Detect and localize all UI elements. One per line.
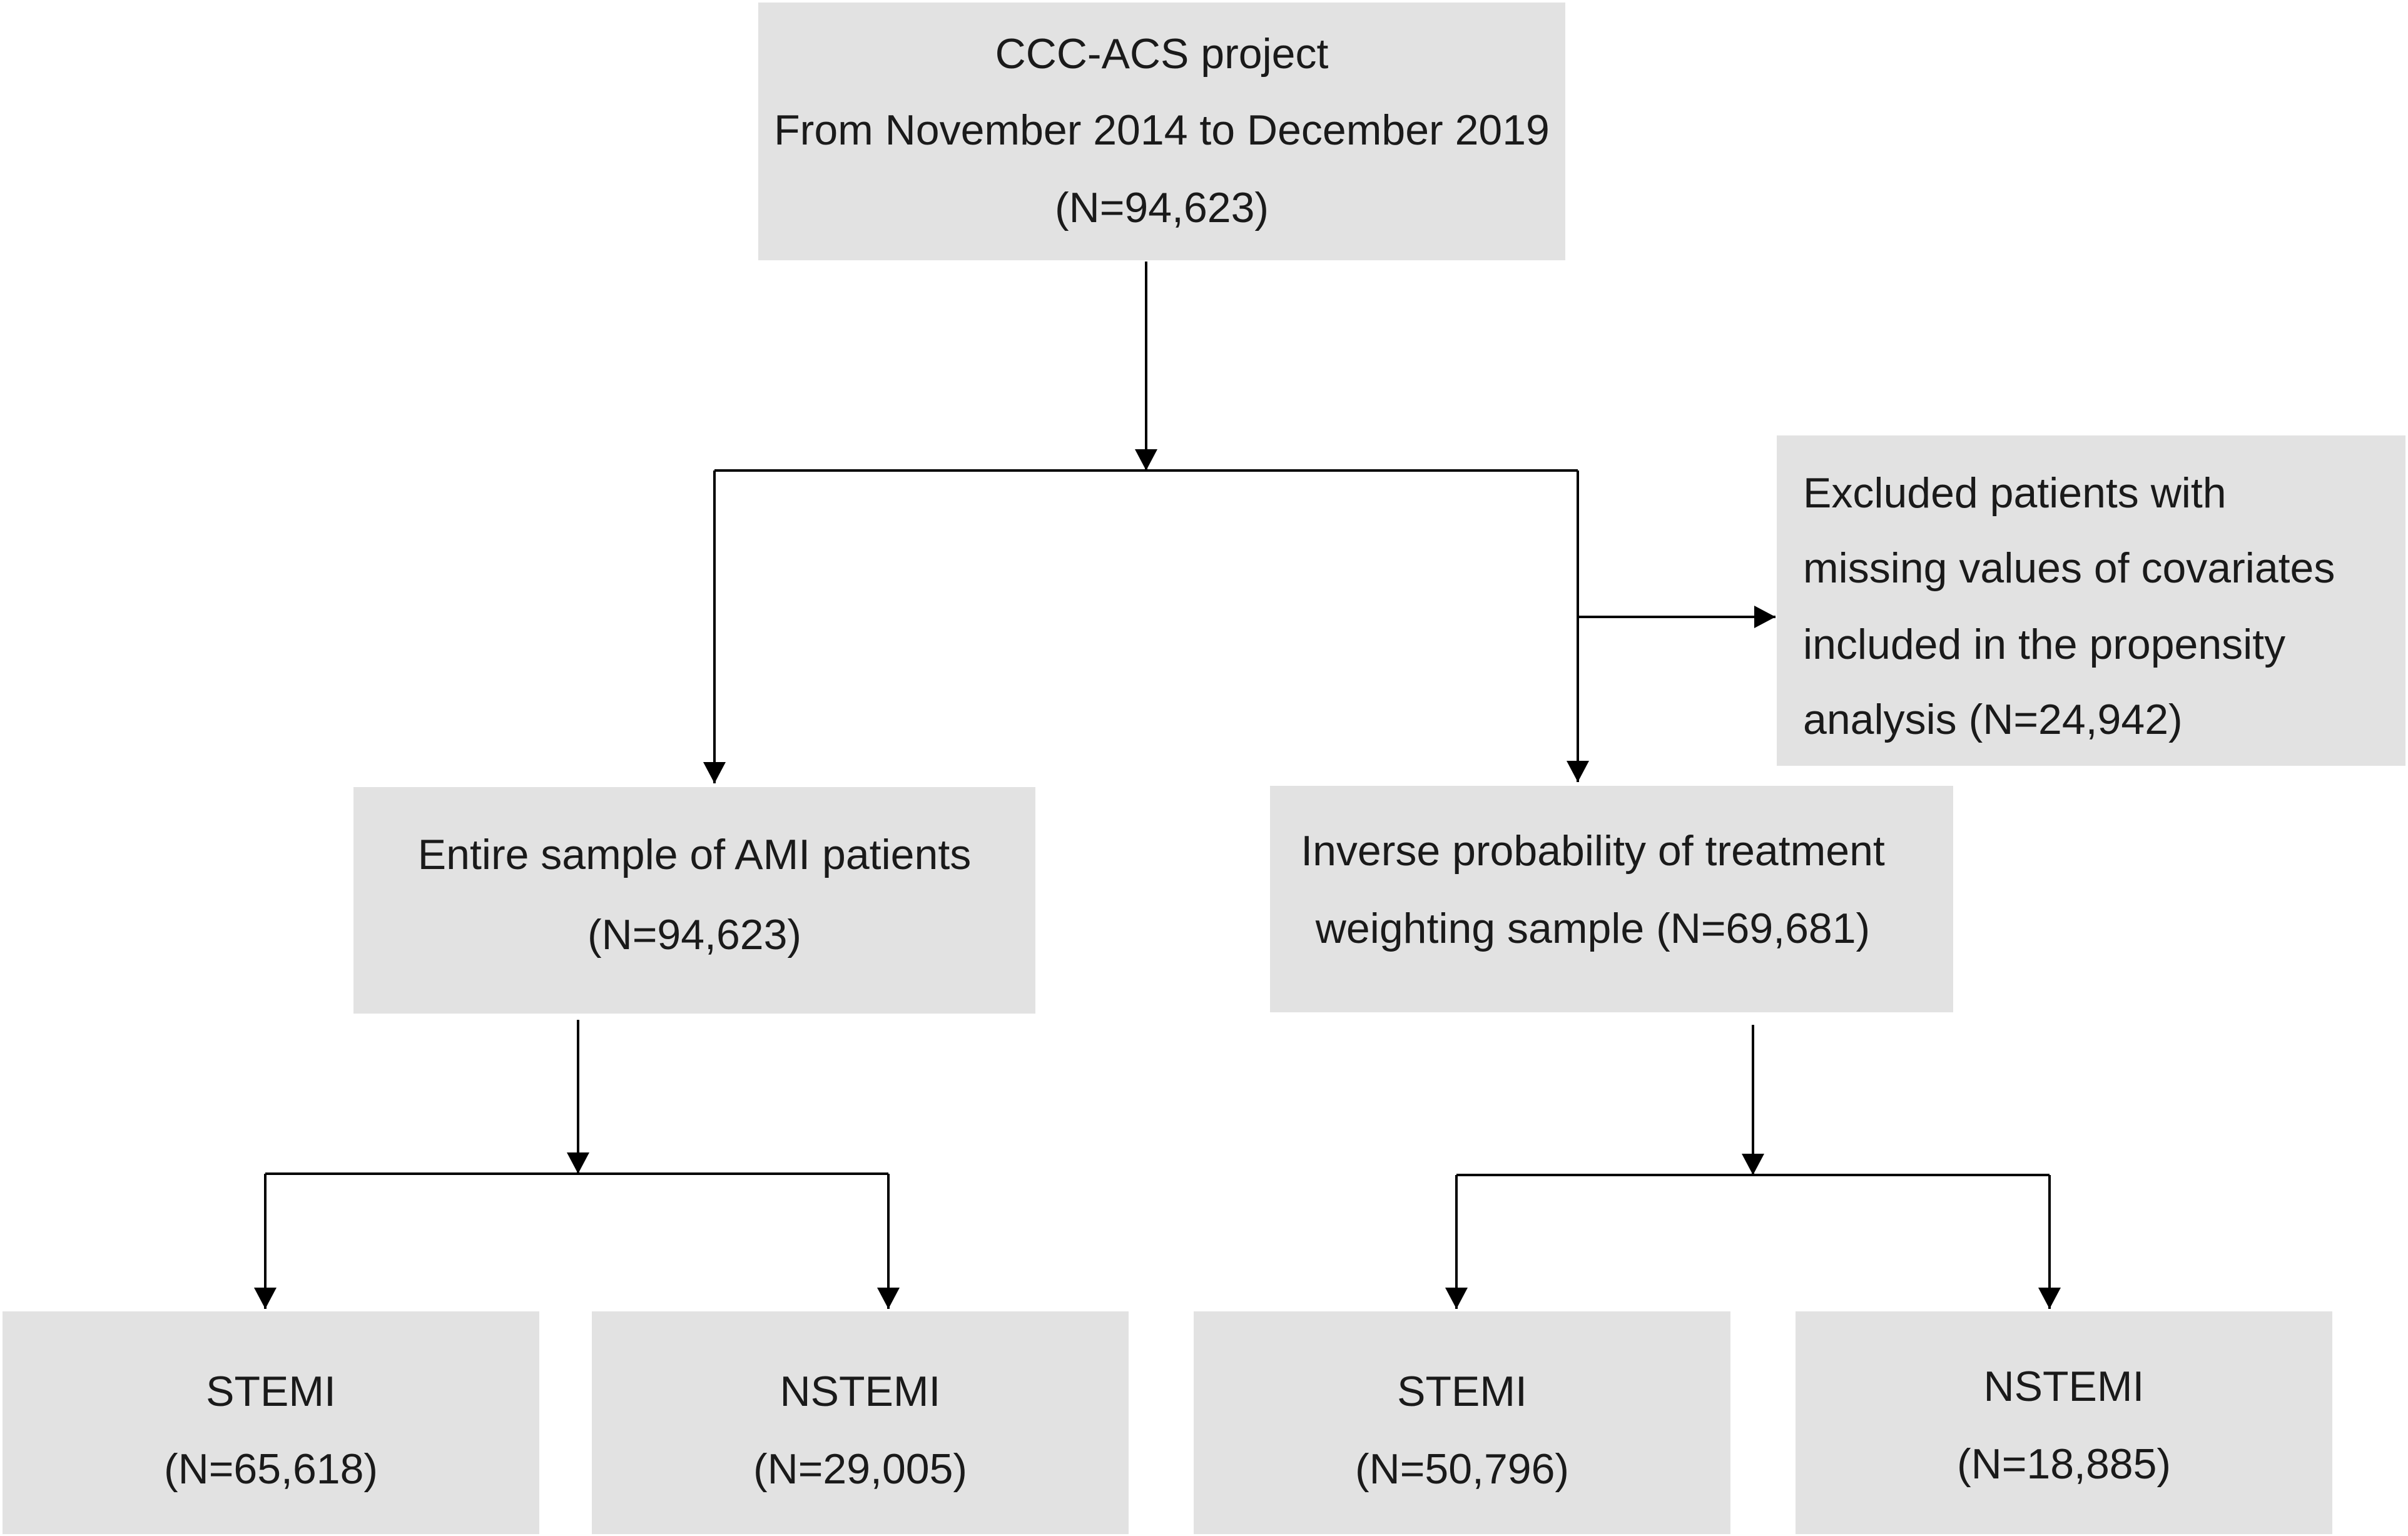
arrowhead-entire xyxy=(703,762,726,783)
arrowhead-entire-stemi xyxy=(254,1288,277,1309)
box-entire-line-1: Entire sample of AMI patients xyxy=(417,831,972,878)
box-iptw-line-1: Inverse probability of treatment xyxy=(1301,827,1885,875)
box-iptw-nstemi: NSTEMI (N=18,885) xyxy=(1796,1311,2332,1534)
box-iptw-line-2: weighting sample (N=69,681) xyxy=(1315,905,1871,952)
box-excluded-line-3: included in the propensity xyxy=(1803,621,2286,668)
box-iptw-sample: Inverse probability of treatment weighti… xyxy=(1270,786,1953,1012)
box-excluded-line-2: missing values of covariates xyxy=(1803,544,2335,592)
arrowhead-iptw-split xyxy=(1742,1154,1764,1175)
box-top-line-2: From November 2014 to December 2019 xyxy=(774,106,1550,154)
arrowhead-iptw-nstemi xyxy=(2038,1288,2061,1309)
box-entire-stemi-line-1: STEMI xyxy=(206,1368,336,1415)
box-entire-nstemi: NSTEMI (N=29,005) xyxy=(592,1311,1129,1534)
box-entire-stemi: STEMI (N=65,618) xyxy=(3,1311,539,1534)
box-excluded-patients: Excluded patients with missing values of… xyxy=(1777,435,2405,766)
box-iptw-stemi-line-2: (N=50,796) xyxy=(1354,1445,1570,1493)
box-ccc-acs-project: CCC-ACS project From November 2014 to De… xyxy=(758,3,1565,260)
arrowhead-entire-nstemi xyxy=(877,1288,900,1309)
box-iptw-nstemi-line-2: (N=18,885) xyxy=(1956,1440,2172,1488)
box-iptw-stemi-line-1: STEMI xyxy=(1397,1368,1527,1415)
box-entire-sample: Entire sample of AMI patients (N=94,623) xyxy=(353,787,1035,1014)
box-excluded-line-4: analysis (N=24,942) xyxy=(1803,696,2183,743)
box-iptw-stemi: STEMI (N=50,796) xyxy=(1194,1311,1730,1534)
box-entire-nstemi-line-2: (N=29,005) xyxy=(753,1445,968,1493)
arrowhead-iptw-stemi xyxy=(1445,1288,1468,1309)
arrowhead-iptw xyxy=(1567,761,1589,782)
box-top-line-3: (N=94,623) xyxy=(1054,184,1269,231)
box-entire-stemi-line-2: (N=65,618) xyxy=(163,1445,378,1493)
box-top-line-1: CCC-ACS project xyxy=(995,30,1329,78)
box-iptw-nstemi-line-1: NSTEMI xyxy=(1983,1363,2145,1410)
arrowhead-entire-split xyxy=(567,1152,589,1174)
box-entire-line-2: (N=94,623) xyxy=(587,911,802,959)
arrowhead-top-split xyxy=(1135,449,1157,470)
box-entire-nstemi-line-1: NSTEMI xyxy=(780,1368,941,1415)
box-excluded-line-1: Excluded patients with xyxy=(1803,469,2227,517)
arrowhead-excluded xyxy=(1754,606,1776,628)
